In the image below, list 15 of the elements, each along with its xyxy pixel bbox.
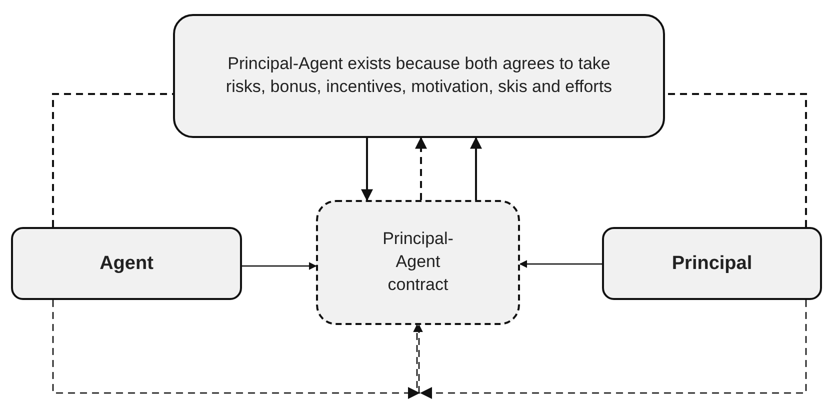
arrow	[242, 262, 317, 270]
process-box	[602, 227, 822, 300]
arrow	[52, 300, 421, 399]
process-box	[173, 14, 665, 138]
node-label: Principal-Agent exists because both agrees to take risks, bonus, incentives, motivation, skis and efforts	[224, 53, 614, 98]
arrow	[519, 260, 602, 268]
contract-box	[316, 200, 520, 325]
node-label: Principal- Agent contract	[382, 228, 454, 296]
process-box	[11, 227, 242, 300]
arrow	[415, 300, 807, 399]
node-label: Agent	[100, 252, 154, 276]
node-label: Principal	[672, 252, 752, 276]
arrow	[470, 136, 482, 200]
arrow	[415, 136, 427, 200]
arrow	[361, 138, 373, 202]
